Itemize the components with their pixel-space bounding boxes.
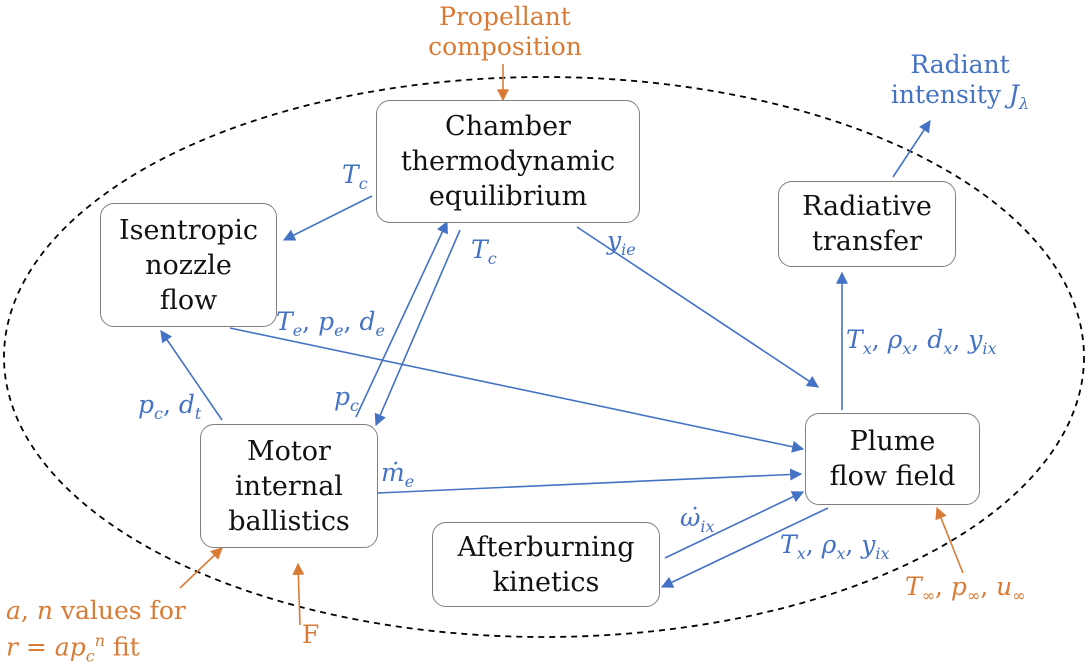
propellant-line-2: composition [428,32,582,61]
arrow-plume-to-afterburning [660,507,829,588]
arrow-afterburning-to-plume [664,491,805,559]
arrow-fit-to-motor [179,547,223,589]
signal-yie: yie [607,226,636,259]
propellant-label: Propellant composition [360,2,650,62]
plume-line-1: Plume [849,426,936,457]
signal-plume-to-radiative: Tx, ρx, dx, yix [846,325,997,358]
nozzle-line-1: Isentropic [119,214,258,246]
arrow-nozzle-to-plume [229,327,805,453]
thrust-label: F [302,620,320,649]
arrow-chamber-to-plume [576,226,819,388]
propellant-line-1: Propellant [439,2,571,31]
motor-block: Motor internal ballistics [200,424,378,548]
arrow-chamber-to-motor [374,229,461,427]
afterburning-line-2: kinetics [492,566,600,598]
arrow-ambient-to-plume [935,506,964,574]
chamber-block: Chamber thermodynamic equilibrium [376,100,640,223]
plume-line-2: flow field [829,461,956,492]
signal-me: ṁe [381,458,415,491]
motor-line-3: ballistics [228,505,350,537]
arrow-thrust-to-motor [292,562,305,626]
signal-plume-to-afterburning: Tx, ρx, yix [780,530,890,563]
arrow-motor-to-nozzle [160,330,223,421]
ambient-label: T∞, p∞, u∞ [905,572,1026,605]
signal-tc-motor: Tc [471,235,497,268]
radiant-output-label: Radiant intensity Jλ [890,50,1030,113]
nozzle-line-3: flow [159,284,218,316]
radiative-block: Radiative transfer [778,181,956,267]
motor-line-1: Motor [247,435,331,467]
signal-pc: pc [334,382,359,415]
signal-nozzle-exit: Te, pe, de [276,307,385,340]
motor-line-2: internal [235,470,343,502]
system-boundary [3,76,1085,638]
fit-line-2-tail: fit [112,632,140,662]
arrow-chamber-to-nozzle [282,195,373,241]
nozzle-block: Isentropic nozzle flow [100,203,277,327]
chamber-line-1: Chamber [445,111,571,142]
signal-tc-nozzle: Tc [342,160,368,193]
fit-label: a, n values for r = apcn fit [6,596,186,666]
chamber-line-2: thermodynamic [400,146,616,177]
signal-omega: ω̇ix [680,503,715,536]
afterburning-line-1: Afterburning [457,531,635,563]
radiative-line-1: Radiative [802,191,932,222]
afterburning-block: Afterburning kinetics [432,522,660,607]
fit-line-1-tail: values for [60,596,186,625]
signal-pc-dt: pc, dt [138,390,202,423]
nozzle-line-2: nozzle [145,249,232,281]
chamber-line-3: equilibrium [428,181,588,212]
plume-block: Plume flow field [805,413,980,505]
radiative-line-2: transfer [812,226,922,257]
arrow-motor-to-plume [377,468,803,494]
arrow-radiative-to-output [892,119,931,178]
arrow-motor-to-chamber [355,220,448,418]
